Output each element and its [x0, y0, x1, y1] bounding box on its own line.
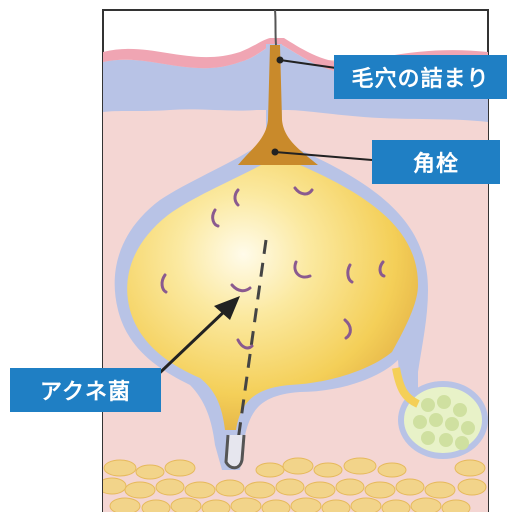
label-keratin-plug: 角栓 — [372, 140, 500, 184]
sebaceous-gland — [401, 384, 485, 456]
label-acne-bacteria: アクネ菌 — [10, 368, 161, 412]
hair-strand — [275, 10, 276, 45]
leader-dot-clogged-pore — [277, 57, 284, 64]
leader-dot-keratin-plug — [272, 149, 279, 156]
label-clogged-pore: 毛穴の詰まり — [334, 55, 507, 99]
hair-root — [226, 435, 244, 468]
